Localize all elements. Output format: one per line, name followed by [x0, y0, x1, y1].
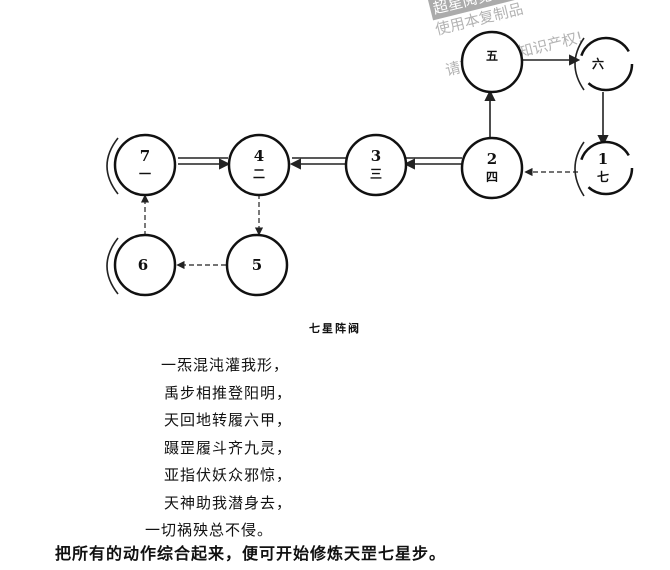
seven-star-diagram: 7 一 4 二 3 三 2 四 1 七 5 6 五 六 [106, 30, 634, 297]
poem-line: 一切祸殃总不侵。 [145, 521, 274, 539]
side-arcs [106, 37, 585, 295]
node-1: 1 七 [578, 140, 634, 196]
arc-right-6cn [574, 37, 585, 91]
poem-line: 蹑罡履斗齐九灵， [164, 438, 293, 457]
node-2: 2 四 [460, 136, 524, 200]
node-label-number: 1 [598, 150, 608, 168]
node-label-cn: 四 [486, 170, 498, 184]
node-label-number: 3 [371, 147, 381, 165]
node-4: 4 二 [227, 133, 291, 197]
node-label-number: 6 [138, 256, 148, 274]
poem-line: 一炁混沌灌我形， [161, 356, 290, 374]
node-wu: 五 [460, 30, 524, 94]
node-label-number: 5 [252, 256, 262, 274]
node-label-cn: 七 [597, 170, 609, 184]
node-5: 5 [225, 233, 289, 297]
node-label-number: 4 [254, 147, 264, 165]
poem-line: 天回地转履六甲， [164, 411, 293, 429]
node-liu: 六 [578, 36, 634, 92]
node-label-number: 7 [140, 147, 150, 165]
node-7: 7 一 [113, 133, 177, 197]
connectors [140, 54, 609, 270]
arc-left-7 [106, 137, 119, 195]
poem: 一炁混沌灌我形， 禹步相推登阳明， 天回地转履六甲， 蹑罡履斗齐九灵， 亚指伏妖… [145, 352, 292, 545]
diagram-caption: 七星阵阀 [309, 322, 361, 335]
node-6: 6 [113, 233, 177, 297]
node-label-cn: 一 [139, 167, 151, 181]
node-label-number: 2 [487, 150, 497, 168]
node-3: 3 三 [344, 133, 408, 197]
node-label-cn: 五 [486, 49, 498, 63]
poem-line: 亚指伏妖众邪惊， [164, 466, 293, 484]
node-label-cn: 六 [592, 56, 604, 71]
summary-text: 把所有的动作综合起来，便可开始修炼天罡七星步。 [55, 544, 447, 563]
node-label-cn: 三 [370, 167, 382, 181]
poem-line: 禹步相推登阳明， [164, 383, 293, 402]
arc-right-1 [574, 141, 585, 197]
poem-line: 天神助我潜身去， [164, 493, 293, 512]
node-label-cn: 二 [253, 167, 265, 181]
arc-left-6 [106, 237, 119, 295]
